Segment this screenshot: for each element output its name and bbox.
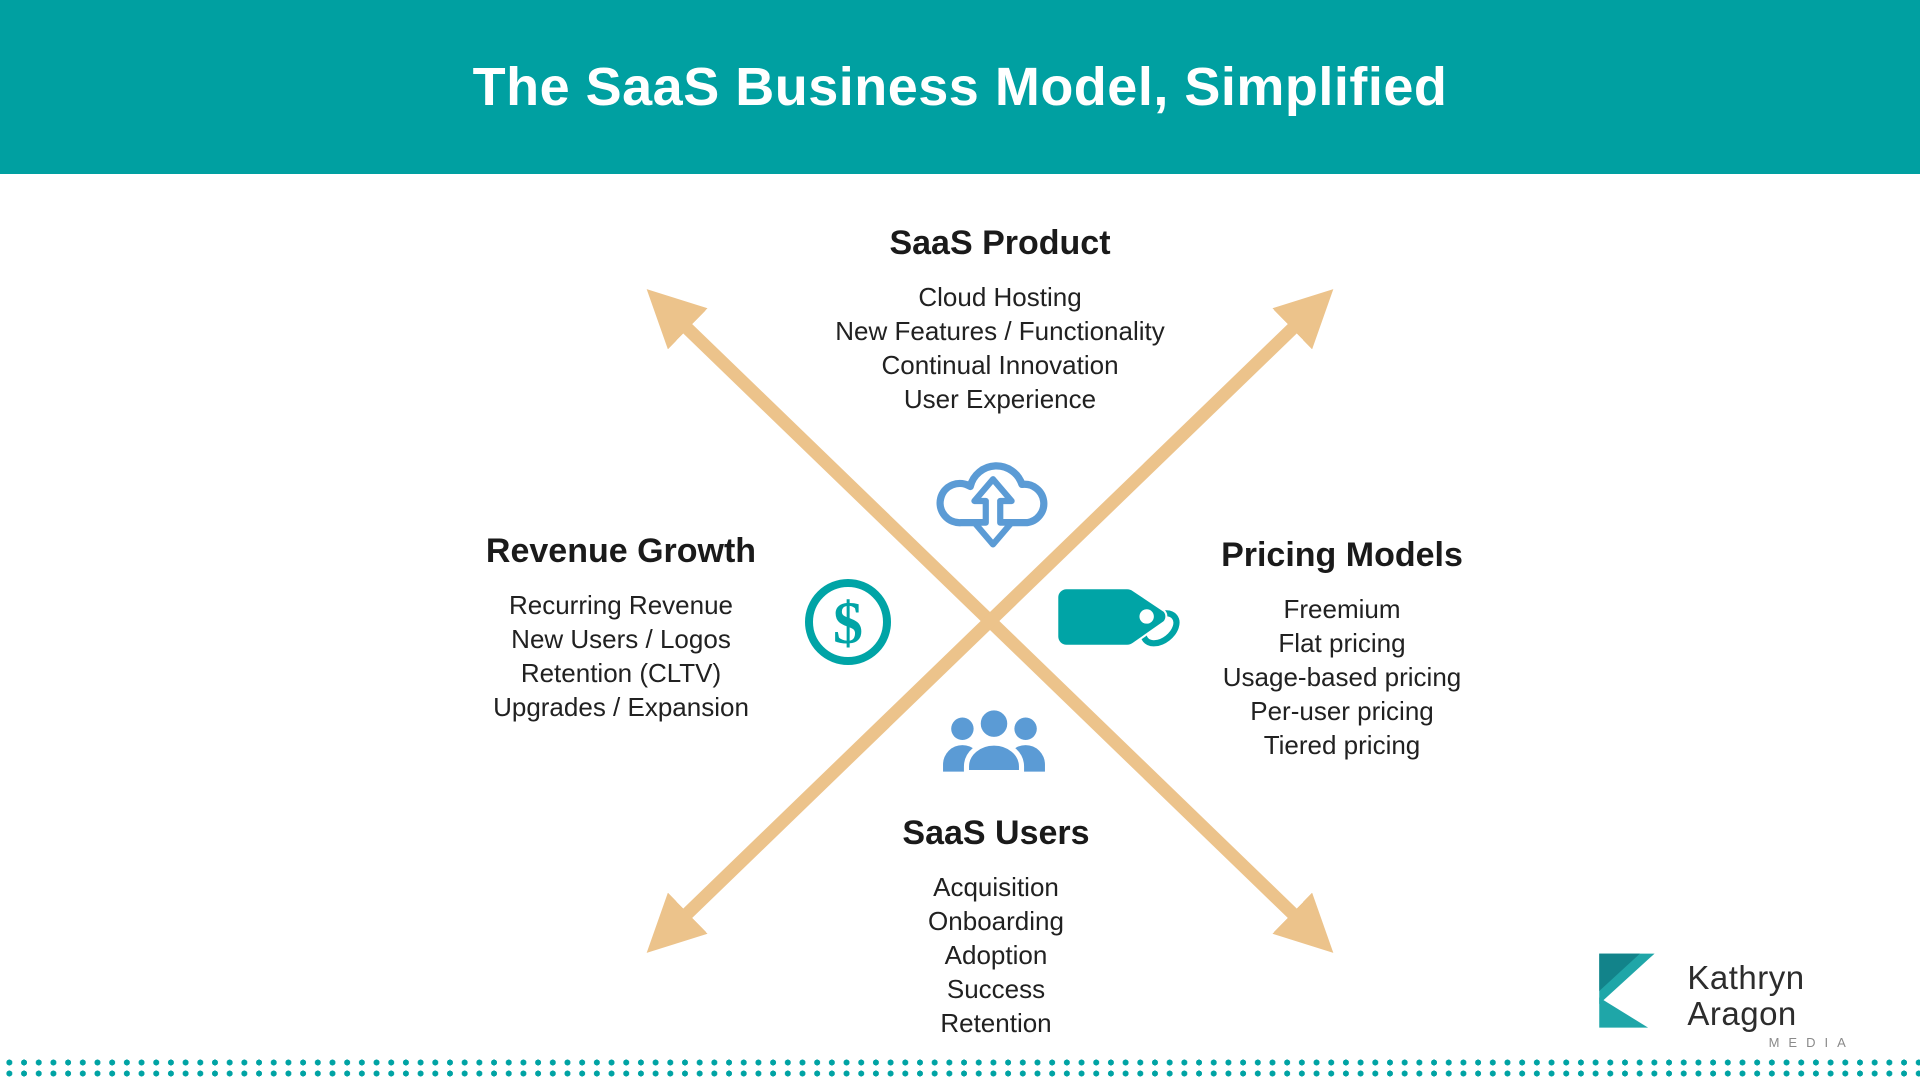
quadrant-title: SaaS Product [889,224,1111,262]
list-item: Acquisition [933,872,1059,902]
list-item: Success [946,974,1046,1004]
list-item: Recurring Revenue [508,590,733,620]
list-item: Retention (CLTV) [520,658,722,688]
quadrant-item-list: Freemium Flat pricing Usage-based pricin… [1112,592,1572,762]
dotted-footer-border [2,1057,1920,1079]
list-item: Retention [940,1008,1052,1038]
quadrant-pricing-models: Pricing Models Freemium Flat pricing Usa… [1112,534,1572,762]
header-band: The SaaS Business Model, Simplified [0,0,1920,174]
brand-subtitle: MEDIA [1768,1035,1855,1050]
quadrant-saas-users: SaaS Users Acquisition Onboarding Adopti… [796,812,1196,1040]
brand-logo: Kathryn Aragon MEDIA [1596,946,1920,1050]
list-item: Usage-based pricing [1222,662,1462,692]
list-item: Cloud Hosting [918,282,1082,312]
brand-logo-icon [1599,953,1655,1028]
quadrant-revenue-growth: Revenue Growth Recurring Revenue New Use… [391,530,851,724]
quadrant-title: Revenue Growth [485,532,757,570]
list-item: Upgrades / Expansion [493,692,749,722]
brand-logo-text: Kathryn Aragon MEDIA [1687,946,1920,1051]
quadrant-item-list: Recurring Revenue New Users / Logos Rete… [391,588,851,724]
brand-name: Kathryn Aragon [1687,959,1805,1032]
quadrant-item-list: Cloud Hosting New Features / Functionali… [700,280,1300,416]
list-item: Per-user pricing [1250,696,1434,726]
list-item: New Features / Functionality [835,316,1165,346]
list-item: Tiered pricing [1263,730,1421,760]
quadrant-saas-product: SaaS Product Cloud Hosting New Features … [700,222,1300,416]
quadrant-title: SaaS Users [902,814,1090,852]
list-item: User Experience [903,384,1097,414]
list-item: Freemium [1283,594,1401,624]
arrow-tr-bl [646,289,1334,953]
cloud-sync-icon [936,462,1048,548]
quadrant-item-list: Acquisition Onboarding Adoption Success … [796,870,1196,1040]
page-title: The SaaS Business Model, Simplified [472,57,1448,117]
list-item: Flat pricing [1278,628,1406,658]
list-item: Onboarding [928,906,1064,936]
list-item: New Users / Logos [511,624,731,654]
user-group-icon [943,705,1045,776]
list-item: Adoption [944,940,1048,970]
list-item: Continual Innovation [881,350,1119,380]
quadrant-title: Pricing Models [1221,536,1463,574]
